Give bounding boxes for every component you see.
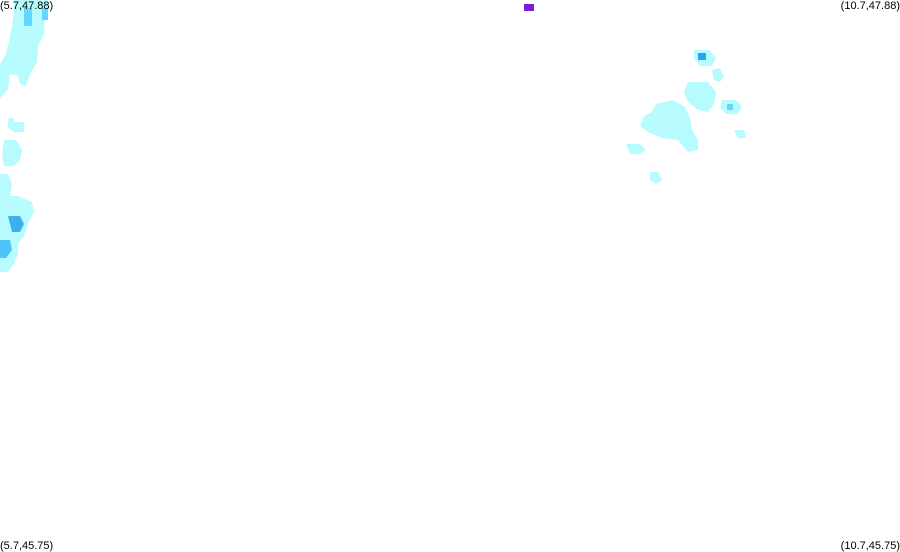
corner-coordinate-bottom-left: (5.7,45.75)	[0, 540, 54, 552]
precip-cell-light-right-small	[712, 68, 724, 82]
corner-coordinate-top-right: (10.7,47.88)	[840, 0, 900, 12]
precip-cell-light-left-upper	[0, 0, 50, 98]
precip-cell-medium-left-b	[42, 8, 48, 20]
precip-cell-light-left-small1	[8, 118, 24, 132]
precip-cell-light-right-south	[650, 172, 662, 184]
precip-cell-medium-left-c	[8, 216, 24, 232]
precip-cell-light-right-main	[640, 100, 698, 152]
precip-cell-light-right-small2	[734, 130, 746, 138]
right-precip-cluster	[626, 50, 746, 184]
corner-coordinate-bottom-right: (10.7,45.75)	[840, 540, 900, 552]
precip-cell-medium-right-east	[727, 104, 733, 110]
precip-cell-intense-top	[524, 4, 534, 11]
corner-coordinate-top-left: (5.7,47.88)	[0, 0, 54, 12]
precip-cell-medium-right-top	[698, 53, 706, 60]
precip-cell-light-right-mid	[684, 82, 716, 112]
precip-cell-medium-left-d	[0, 240, 12, 258]
precip-cell-light-right-west	[626, 144, 646, 154]
precip-cell-light-left-small2	[2, 140, 22, 166]
precip-cell-medium-left-a	[24, 8, 32, 26]
left-precip-band	[0, 0, 50, 272]
